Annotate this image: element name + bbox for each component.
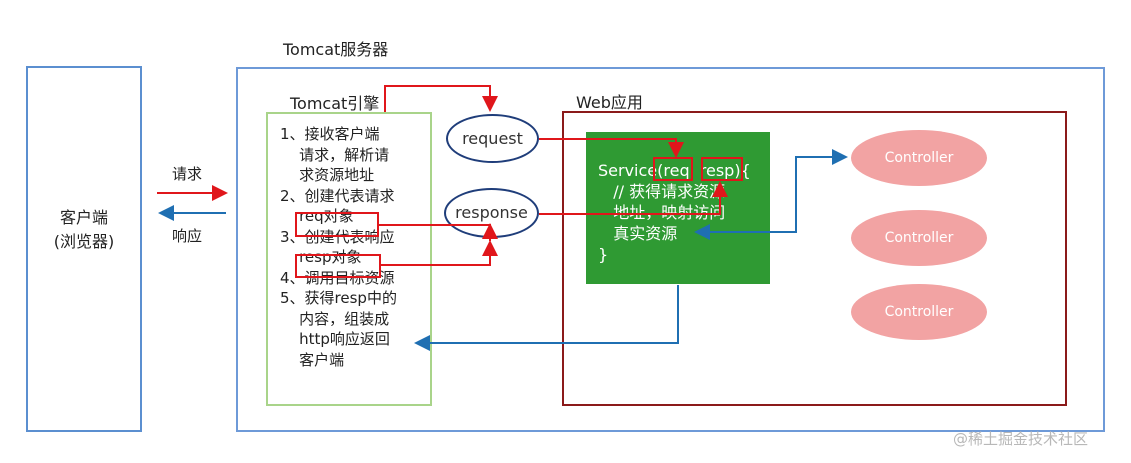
- engine-step-line: resp对象: [280, 248, 362, 266]
- engine-title: Tomcat引擎: [290, 94, 380, 113]
- server-title: Tomcat服务器: [283, 40, 389, 59]
- client-label-line2: (浏览器): [53, 232, 115, 251]
- engine-step-line: 1、接收客户端: [280, 125, 380, 143]
- engine-to-request-arrow: [384, 85, 498, 112]
- service-controller-link: [694, 149, 848, 240]
- controller-node: Controller: [851, 210, 987, 266]
- controller-node: Controller: [851, 284, 987, 340]
- webapp-box: [562, 111, 1067, 406]
- engine-step-line: 客户端: [280, 350, 345, 369]
- webapp-title: Web应用: [576, 93, 643, 112]
- watermark: @稀土掘金技术社区: [953, 430, 1089, 448]
- response-arrow-label: 响应: [172, 227, 203, 245]
- engine-step-line: req对象: [280, 207, 354, 225]
- resp-to-response-arrow: [380, 240, 498, 266]
- req-to-response-arrowhead: [380, 225, 490, 242]
- request-node: request: [446, 114, 539, 163]
- engine-box: [266, 112, 432, 406]
- engine-step-line: 内容，组装成: [280, 309, 390, 328]
- client-label: 客户端 (浏览器): [26, 206, 142, 254]
- service-req-highlight: [653, 157, 693, 181]
- tomcat-server-box: [236, 67, 1105, 432]
- req-to-response-arrow: [378, 224, 491, 240]
- engine-steps: 1、接收客户端 请求，解析请 求资源地址 2、创建代表请求 req对象 3、创建…: [280, 124, 425, 370]
- engine-step-line: 请求，解析请: [280, 145, 390, 164]
- service-line: 真实资源: [598, 224, 678, 243]
- response-to-service-arrow: [539, 181, 728, 215]
- request-arrow-label: 请求: [172, 165, 203, 183]
- engine-step-line: 2、创建代表请求: [280, 186, 395, 205]
- engine-step-line: 求资源地址: [280, 166, 375, 184]
- service-line: }: [598, 245, 609, 264]
- controller-node: Controller: [851, 130, 987, 186]
- resp-object-highlight: [295, 254, 381, 278]
- engine-step-line: 5、获得resp中的: [280, 289, 397, 307]
- service-to-engine-arrow: [414, 285, 679, 351]
- engine-step-line: http响应返回: [280, 330, 390, 348]
- req-object-highlight: [295, 212, 379, 237]
- client-label-line1: 客户端: [59, 208, 108, 227]
- client-box: [26, 66, 142, 432]
- service-resp-highlight: [701, 157, 743, 181]
- request-to-service-arrow: [539, 138, 684, 158]
